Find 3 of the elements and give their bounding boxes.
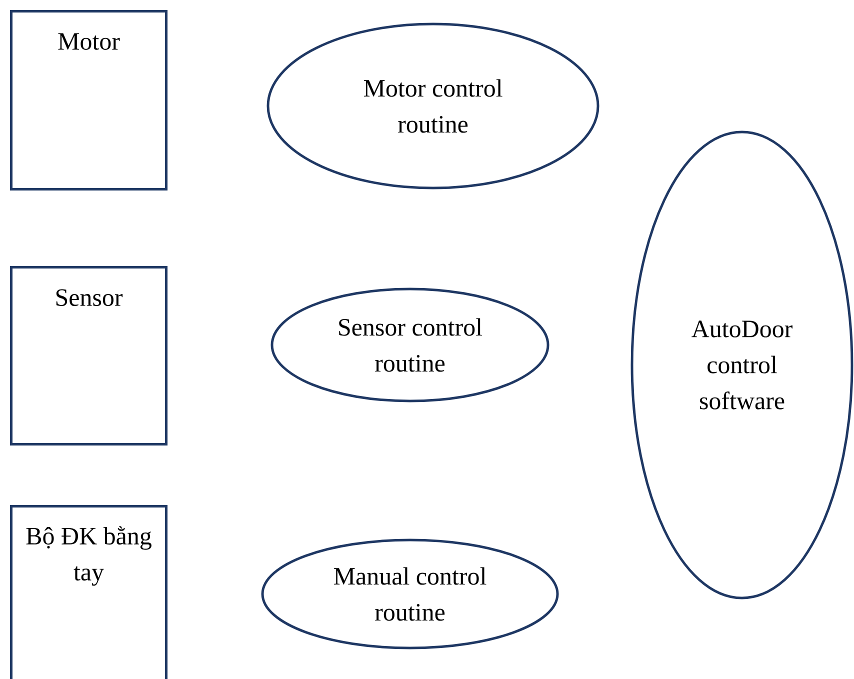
component-box: Sensor [10,266,168,446]
component-box: Bộ ĐK bằng tay [10,504,168,679]
component-box: Motor [10,10,168,190]
